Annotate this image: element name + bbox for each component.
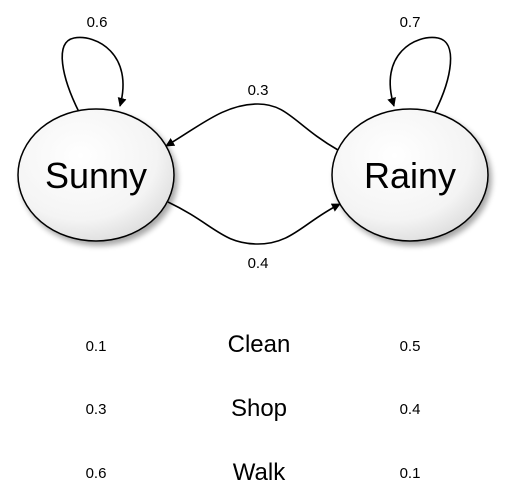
state-label-sunny: Sunny — [45, 155, 147, 196]
emission-observation-label: Shop — [231, 395, 287, 422]
rainy-to-sunny-arrow — [165, 103, 339, 151]
emission-row: 0.6 Walk 0.1 — [86, 459, 421, 486]
emission-observation-label: Clean — [228, 331, 291, 358]
sunny-self-loop-arrow — [61, 36, 127, 113]
emission-observation-label: Walk — [233, 459, 286, 486]
rainy-self-prob-label: 0.7 — [400, 14, 421, 31]
rainy-self-loop-arrow — [387, 36, 452, 113]
state-node-rainy: Rainy — [331, 108, 489, 242]
emission-rainy-prob: 0.5 — [400, 338, 421, 355]
emission-row: 0.1 Clean 0.5 — [86, 331, 421, 358]
emission-sunny-prob: 0.6 — [86, 465, 107, 482]
rainy-to-sunny-prob-label: 0.3 — [248, 82, 269, 99]
emission-row: 0.3 Shop 0.4 — [86, 395, 421, 422]
state-label-rainy: Rainy — [364, 155, 456, 196]
sunny-self-prob-label: 0.6 — [87, 14, 108, 31]
emission-sunny-prob: 0.3 — [86, 401, 107, 418]
sunny-to-rainy-prob-label: 0.4 — [248, 255, 269, 272]
state-node-sunny: Sunny — [17, 108, 175, 242]
emission-sunny-prob: 0.1 — [86, 338, 107, 355]
sunny-to-rainy-arrow — [167, 201, 341, 245]
emission-rainy-prob: 0.4 — [400, 401, 421, 418]
emission-rainy-prob: 0.1 — [400, 465, 421, 482]
